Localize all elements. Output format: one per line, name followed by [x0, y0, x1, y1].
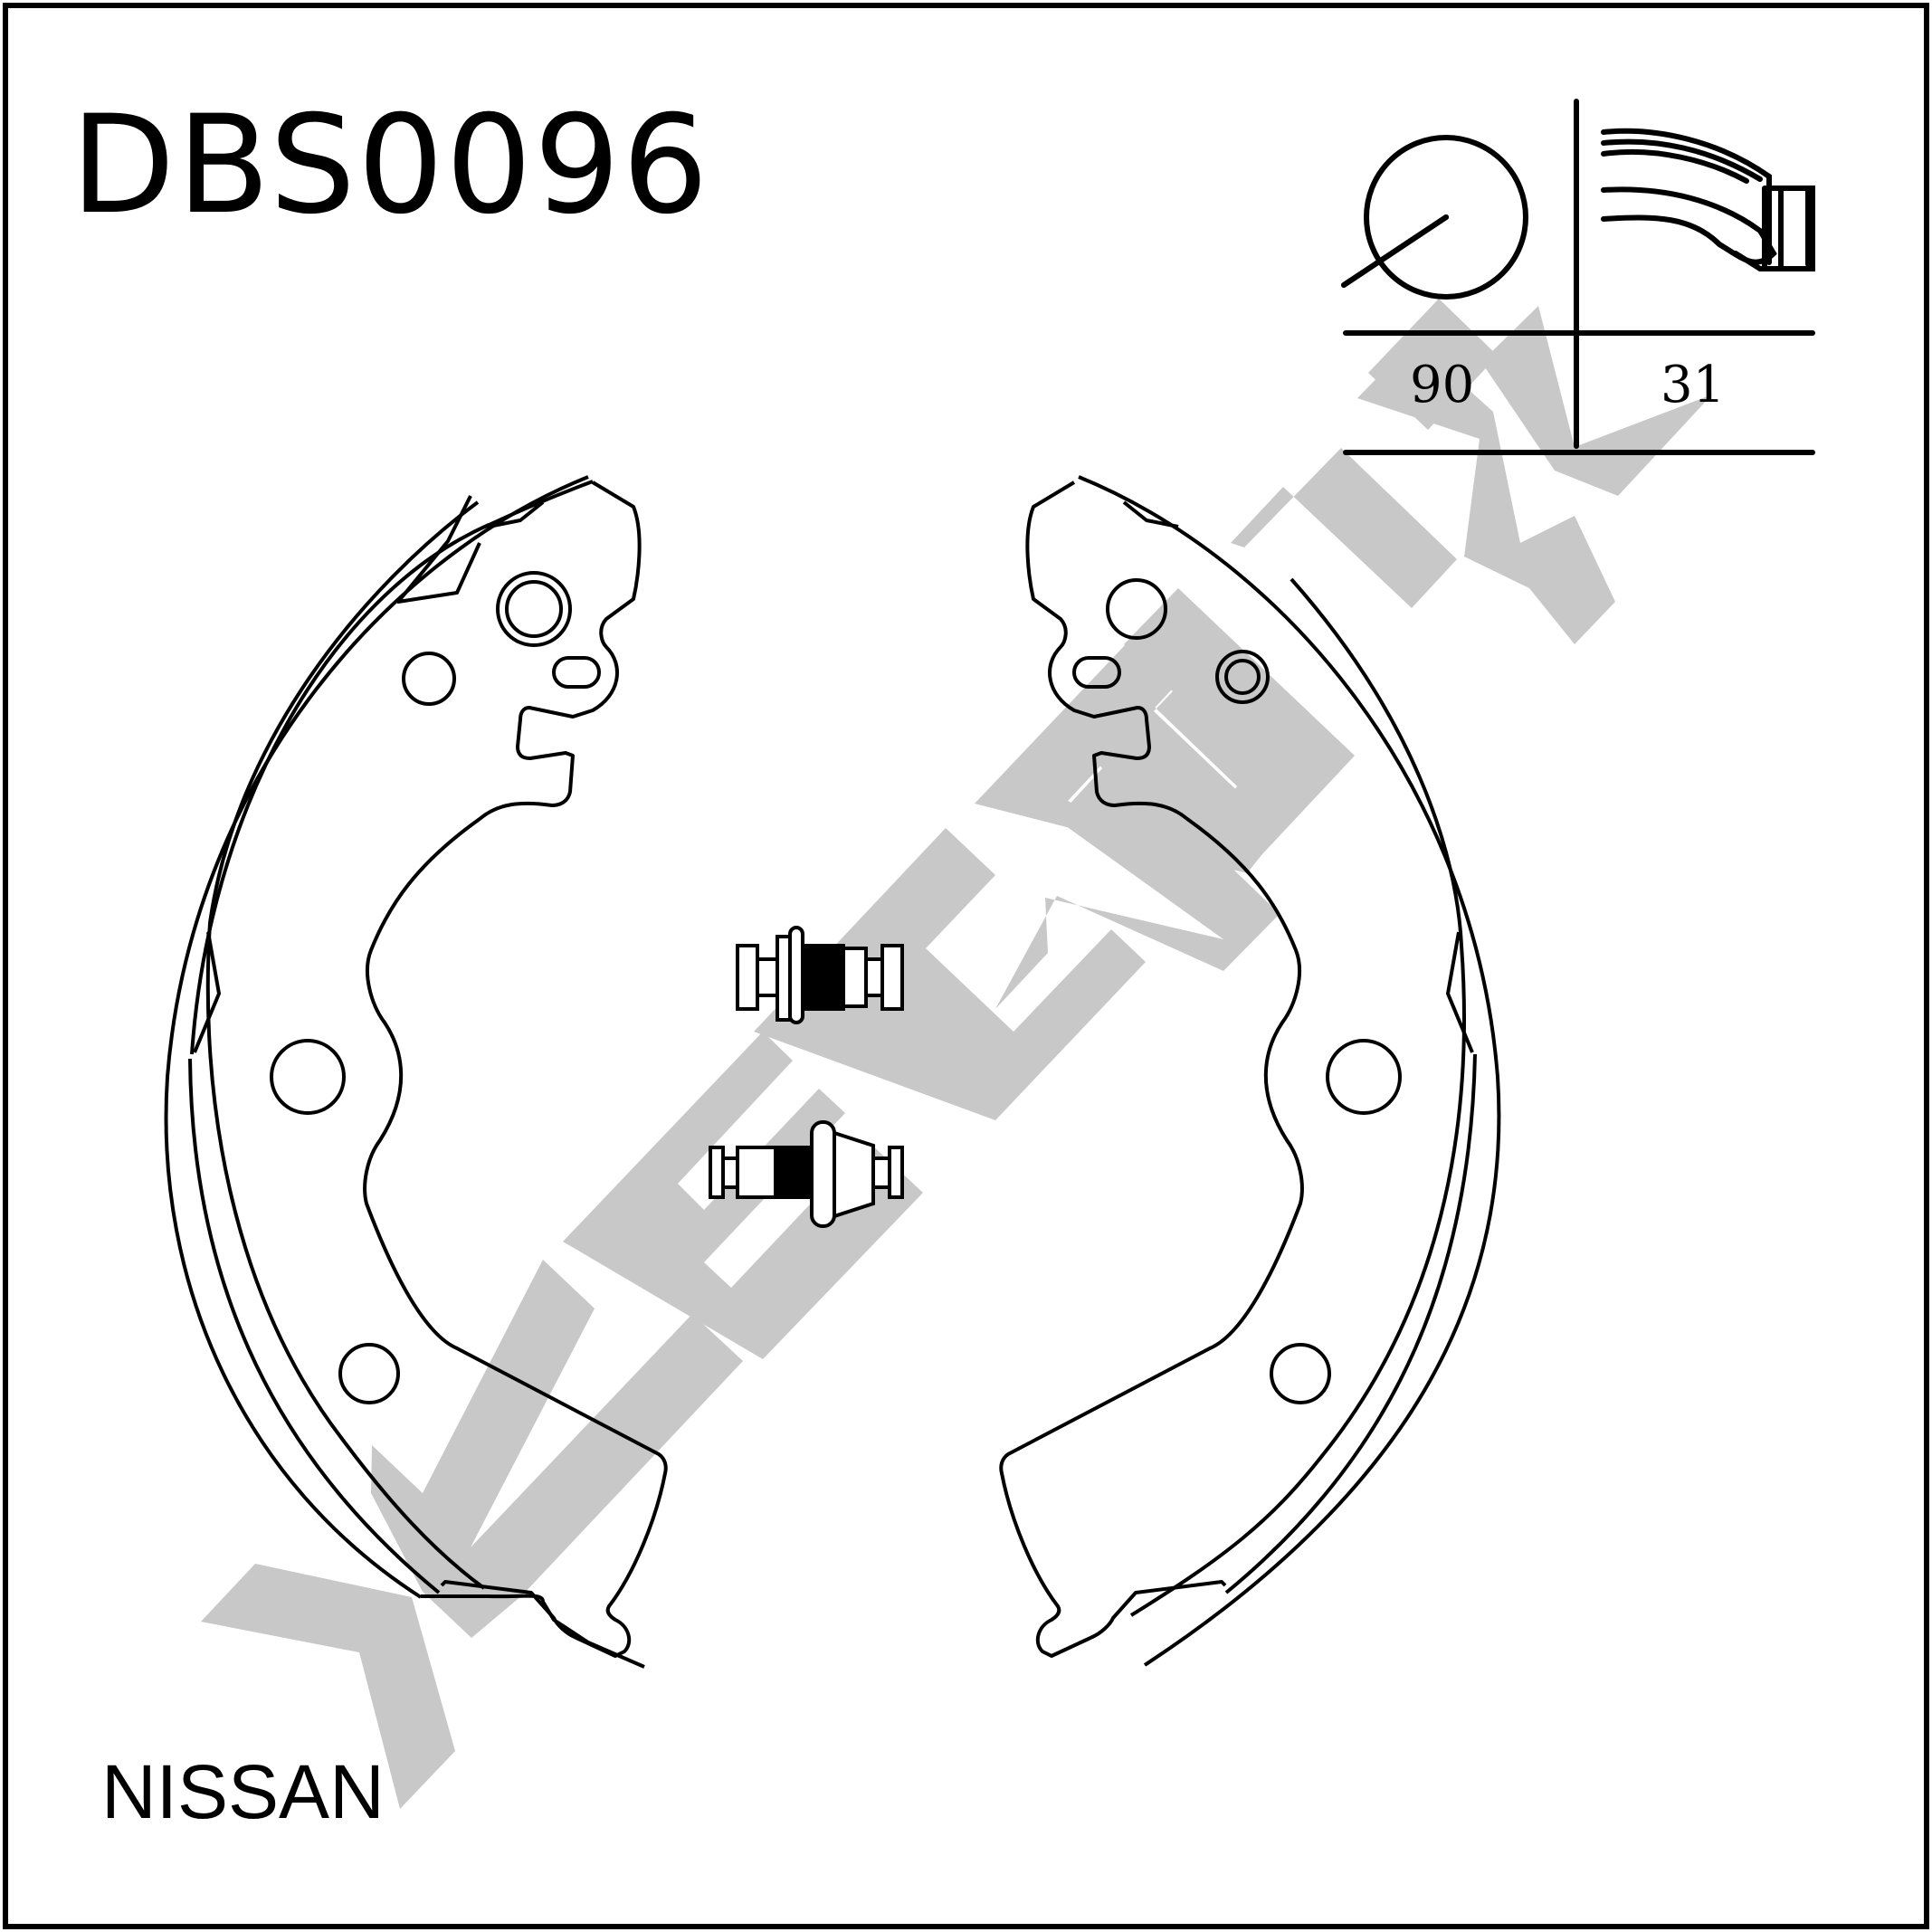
right-pivot-hole [1215, 650, 1270, 704]
part-number-title: DBS0096 [71, 87, 710, 244]
brake-shoe-right [999, 475, 1501, 1667]
page-border [3, 3, 1929, 1929]
adjuster-pin-upper [736, 926, 904, 1024]
dimension-diagram [1341, 99, 1815, 455]
left-pivot-hole [496, 571, 572, 647]
width-value: 31 [1661, 356, 1726, 414]
diameter-value: 90 [1410, 356, 1475, 414]
left-lining-inner [190, 480, 594, 1055]
brake-shoe-left [164, 475, 668, 1669]
shoe-profile-icon [1601, 128, 1777, 265]
right-lining-outer [1078, 475, 1501, 1667]
vehicle-make-label: NISSAN [101, 1749, 385, 1834]
diameter-circle-icon [1364, 135, 1528, 300]
adjuster-pin-lower [709, 1120, 904, 1228]
